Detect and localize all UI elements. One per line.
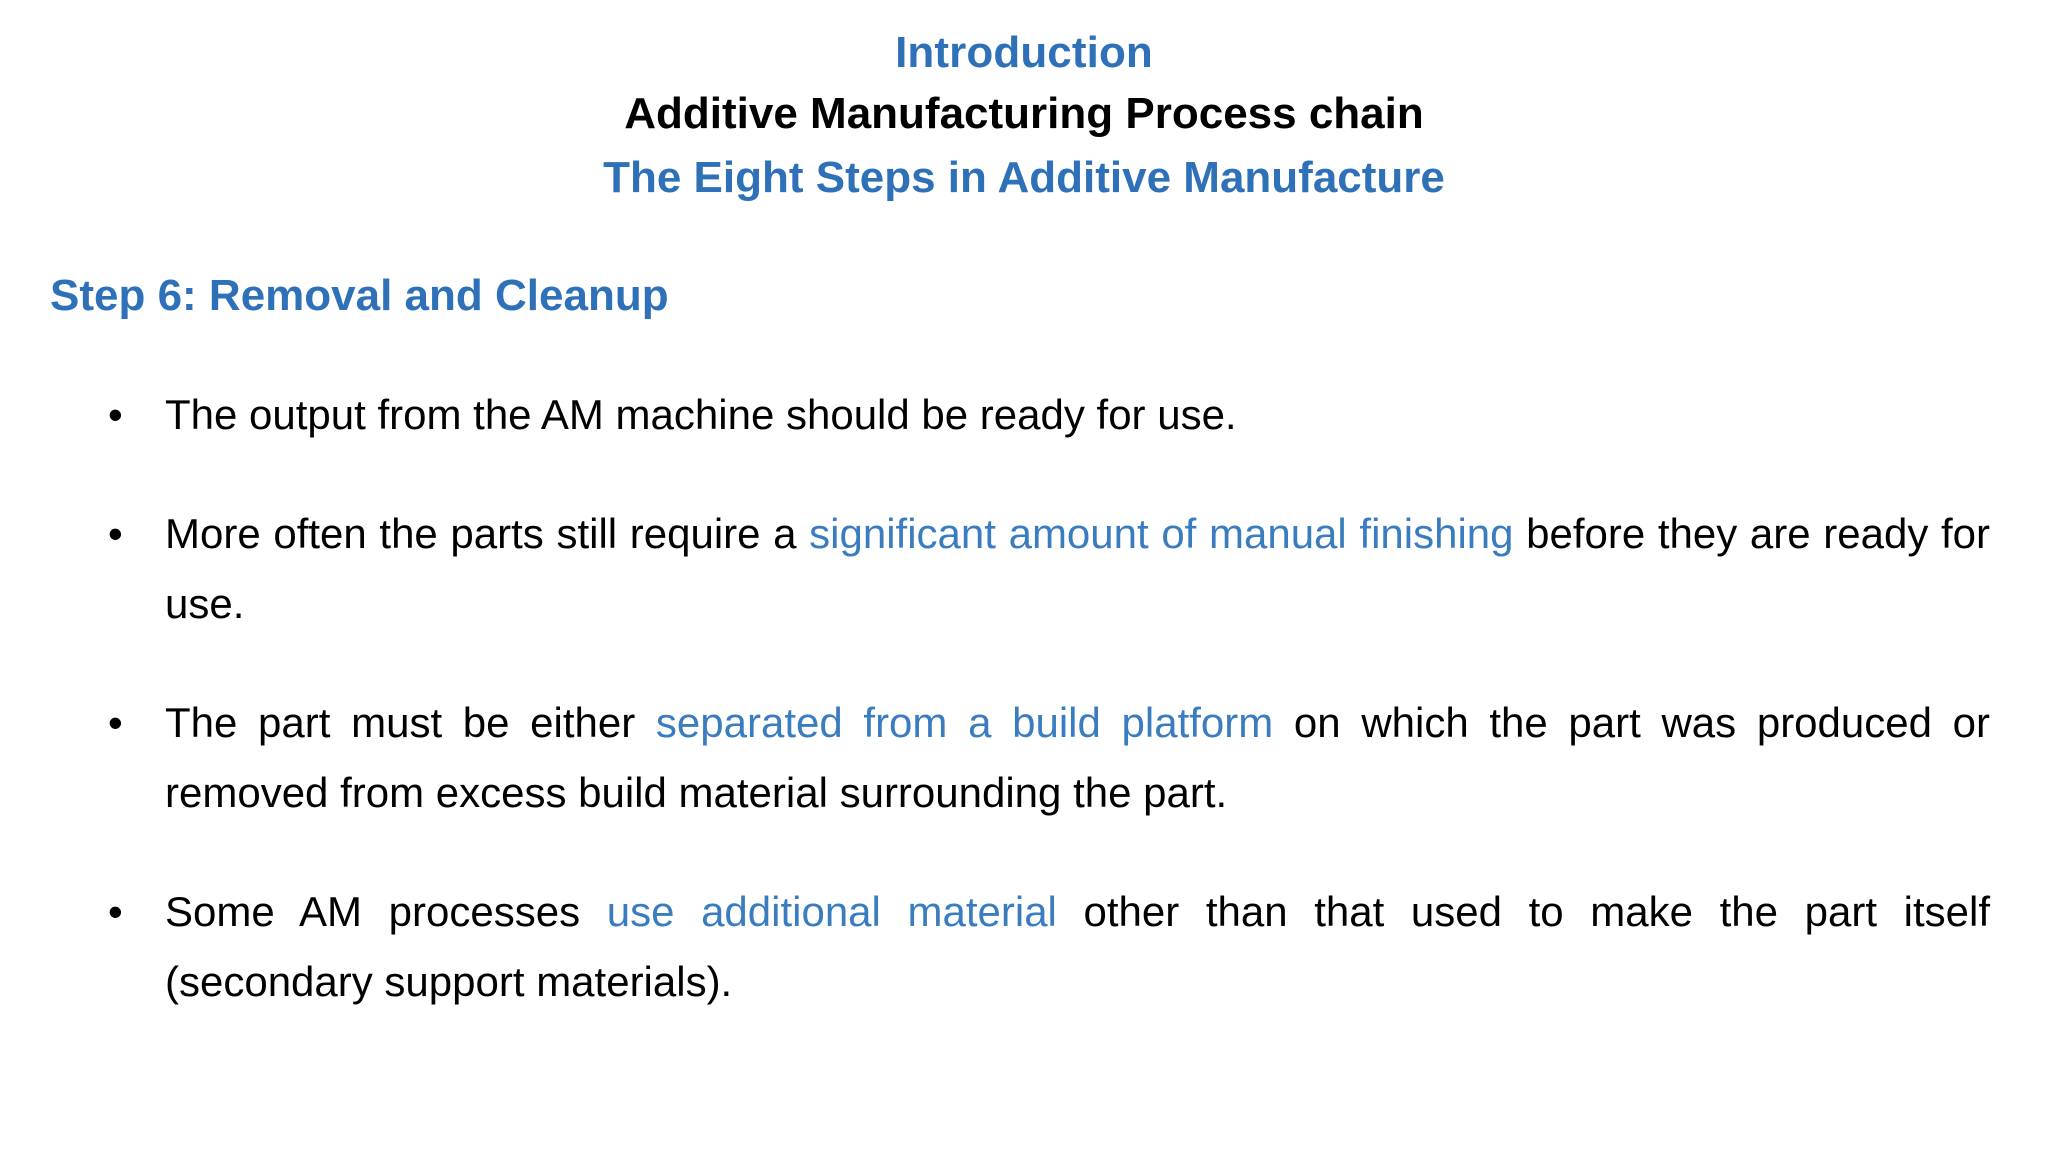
plain-phrase: Some AM processes: [165, 887, 607, 935]
step-heading: Step 6: Removal and Cleanup: [50, 271, 669, 320]
bullet-point-icon: •: [108, 391, 123, 438]
page-title-introduction: Introduction: [895, 28, 1153, 77]
slide-title-block: Introduction Additive Manufacturing Proc…: [0, 0, 2048, 202]
bullet-list: • The output from the AM machine should b…: [0, 380, 2048, 1018]
highlighted-phrase: separated from a build platform: [655, 698, 1274, 746]
plain-phrase: before they are ready for use.: [165, 509, 1990, 628]
list-item-text: The output from the AM machine should be…: [165, 391, 1237, 438]
highlighted-phrase: significant amount of manual finishing: [809, 509, 1514, 557]
bullet-point-icon: •: [108, 887, 123, 935]
list-item: • Some AM processes use additional materi…: [0, 877, 2048, 1018]
plain-phrase: The part must be either: [165, 698, 656, 746]
list-item: • More often the parts still require a si…: [0, 499, 2048, 640]
list-item-text: Some AM processes use additional materia…: [165, 888, 1990, 1006]
highlighted-phrase: use additional material: [606, 887, 1057, 935]
plain-phrase: More often the parts still require a: [165, 509, 810, 557]
plain-phrase: The output from the AM machine should be…: [165, 391, 1237, 438]
bullet-point-icon: •: [108, 698, 123, 746]
page-subtitle-process-chain: Additive Manufacturing Process chain: [624, 89, 1424, 139]
list-item: • The output from the AM machine should b…: [0, 380, 2048, 451]
page-subtitle-eight-steps: The Eight Steps in Additive Manufacture: [603, 152, 1445, 202]
bullet-point-icon: •: [108, 509, 123, 557]
plain-phrase: on which the part was produced or remove…: [165, 698, 1990, 817]
plain-phrase: other than that used to make the part it…: [165, 887, 1991, 1006]
list-item: • The part must be either separated from …: [0, 688, 2048, 829]
list-item-text: The part must be either separated from a…: [165, 699, 1990, 817]
list-item-text: More often the parts still require a sig…: [165, 510, 1990, 628]
